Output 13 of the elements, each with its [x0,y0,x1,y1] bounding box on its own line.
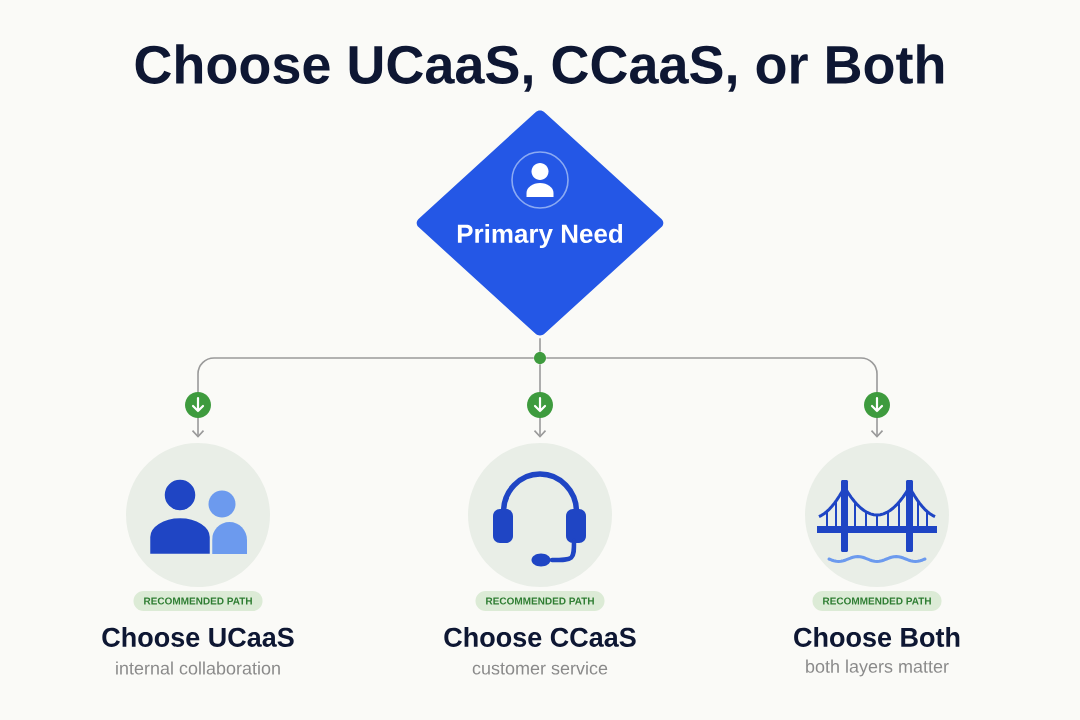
connector [191,357,535,438]
option-title: Choose Both [794,627,960,647]
path-tag: RECOMMENDED PATH [475,591,605,611]
option-subtitle: customer service [472,661,608,675]
option-title: Choose UCaaS [102,627,294,647]
option-title: Choose CCaaS [444,627,636,647]
path-tag: RECOMMENDED PATH [812,591,942,611]
path-tag: RECOMMENDED PATH [133,591,263,611]
connector [539,337,541,353]
connector [545,357,884,438]
title: Choose UCaaS, CCaaS, or Both [135,44,944,92]
option-subtitle: internal collaboration [116,661,280,675]
option-subtitle: both layers matter [806,659,949,677]
